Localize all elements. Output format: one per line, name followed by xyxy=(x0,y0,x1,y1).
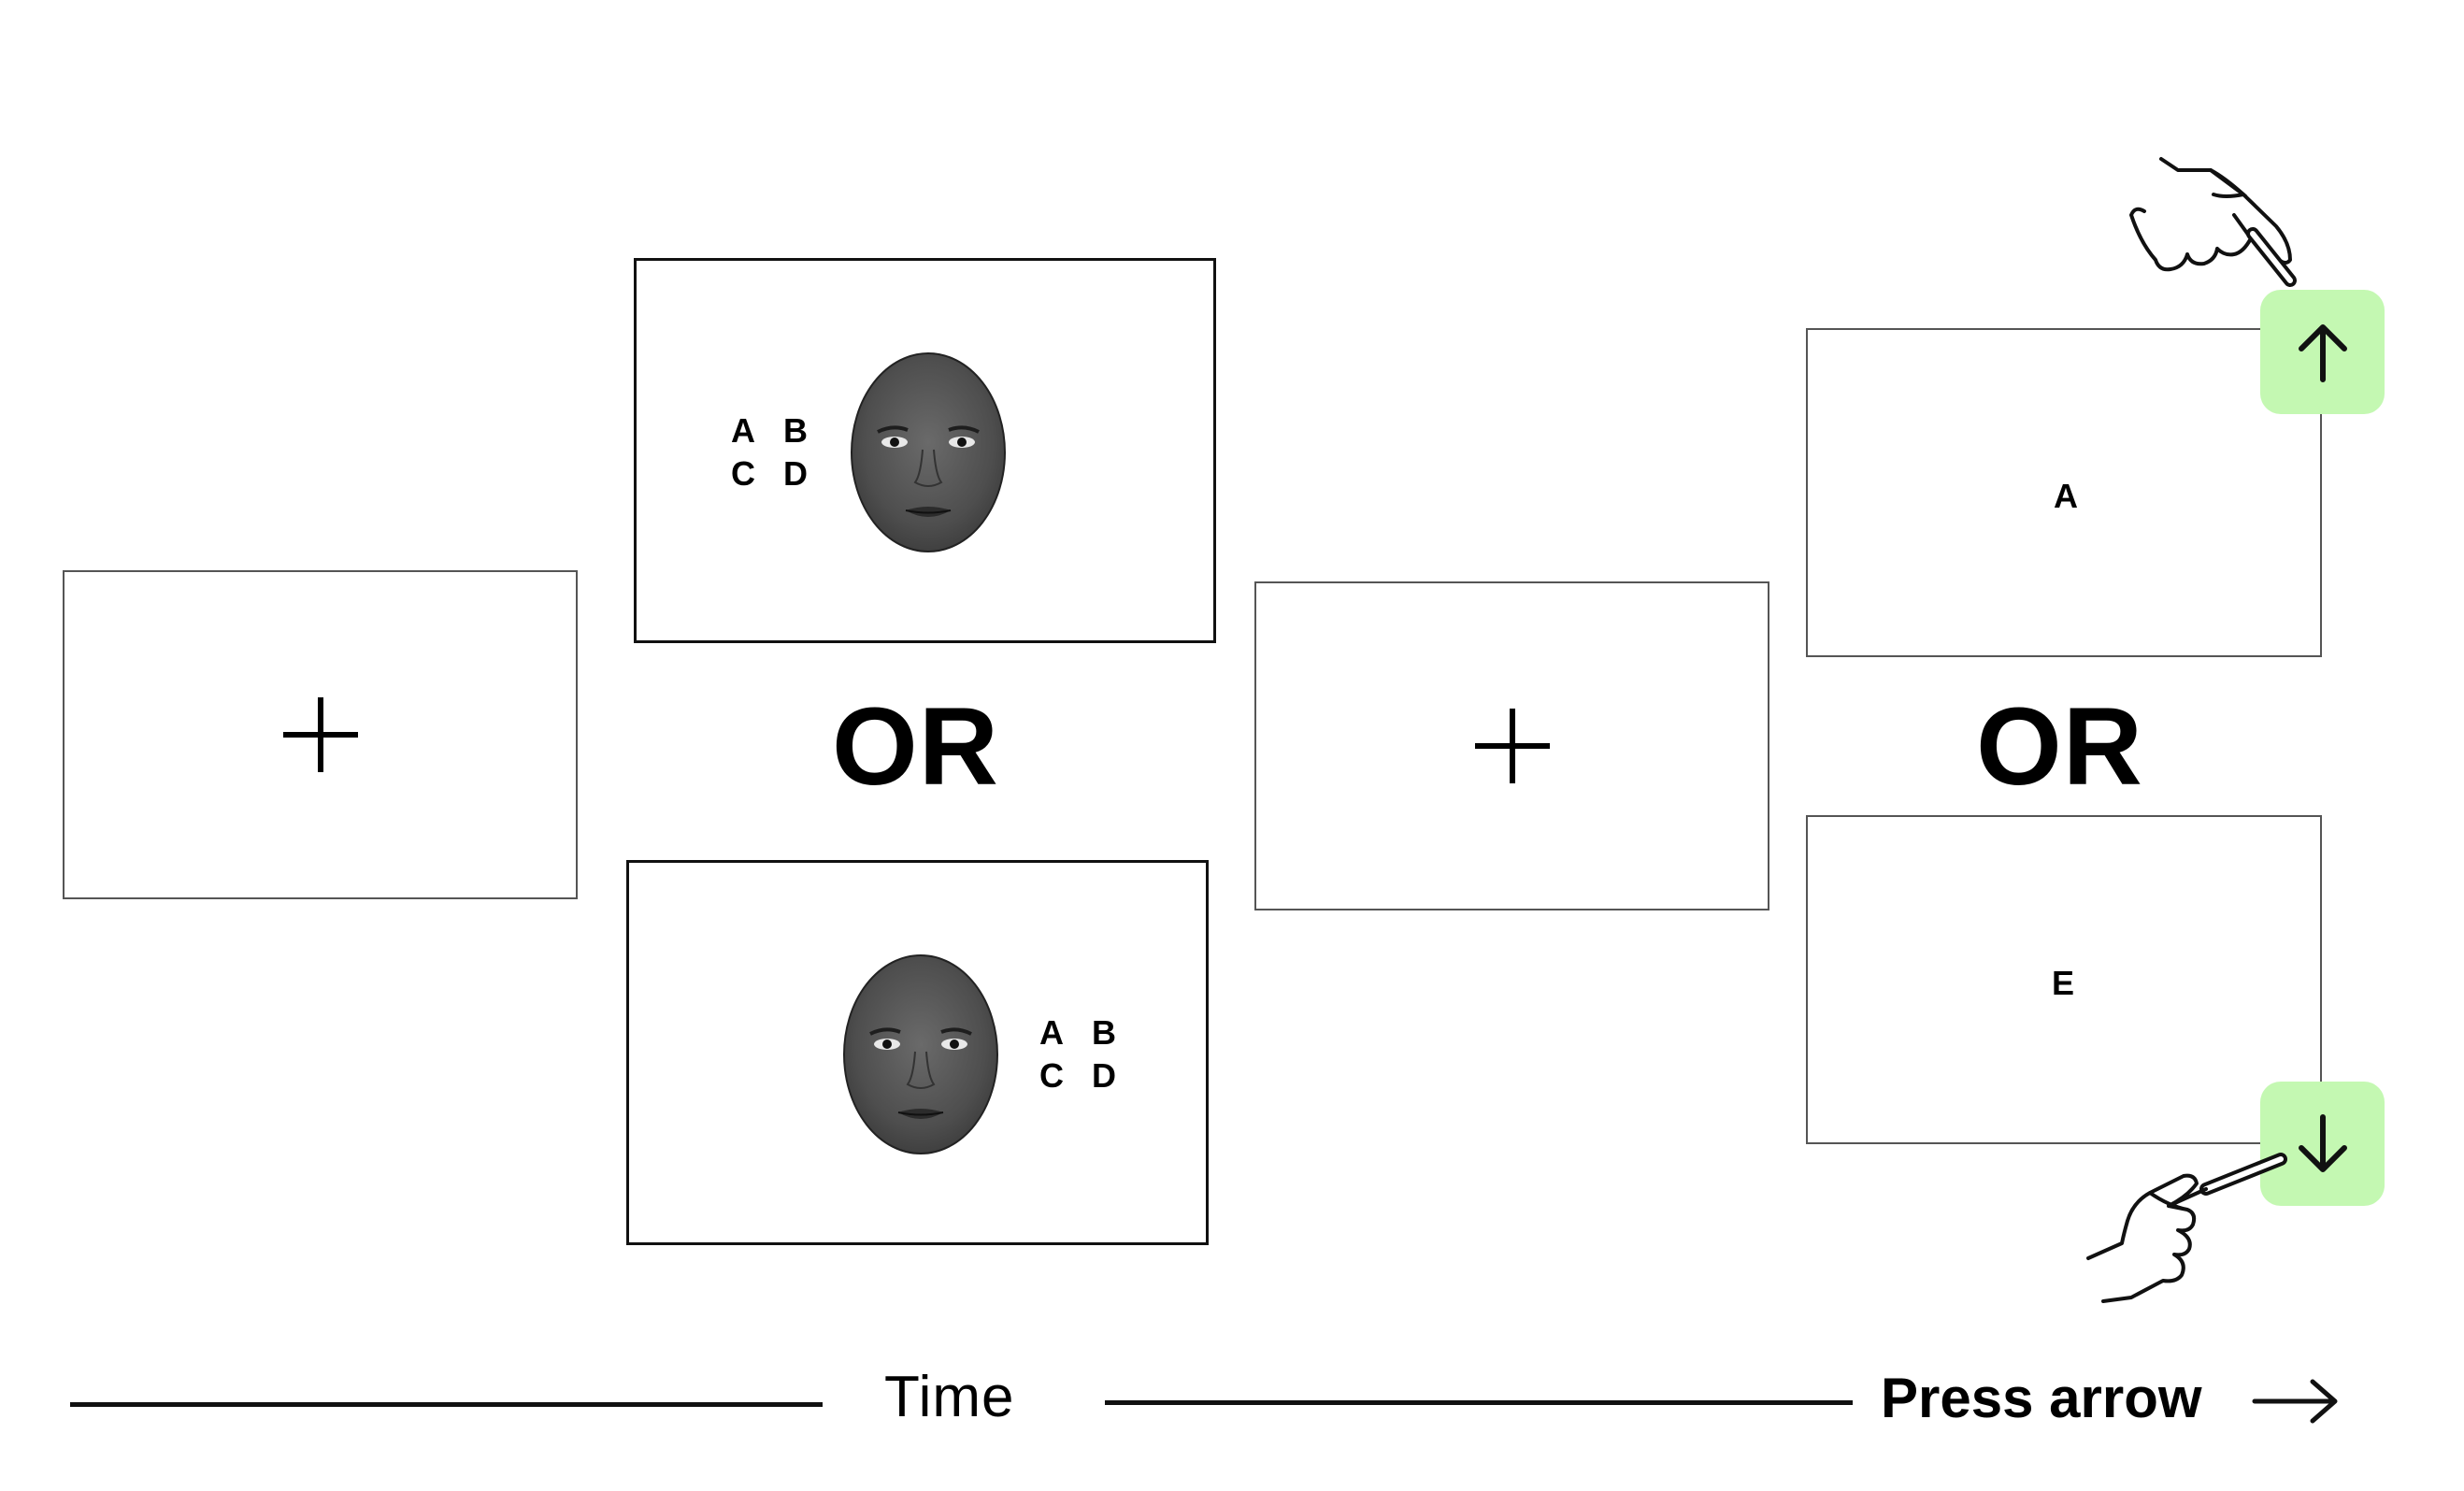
target-letter-bottom: E xyxy=(2051,964,2075,1002)
letter-grid-right: A B C D xyxy=(1039,1012,1117,1097)
time-label: Time xyxy=(884,1365,1015,1429)
fixation-panel-1 xyxy=(63,570,578,899)
pointing-hand-icon xyxy=(2129,157,2297,287)
face-icon xyxy=(843,954,998,1154)
letter: B xyxy=(1092,1013,1116,1052)
press-arrow-label: Press arrow xyxy=(1881,1367,2202,1429)
fixation-cross-icon xyxy=(1474,709,1550,783)
letter-grid-left: A B C D xyxy=(730,410,809,495)
letter: C xyxy=(731,454,755,493)
fixation-cross-icon xyxy=(282,697,358,772)
pointing-hand-icon xyxy=(2086,1153,2287,1303)
fixation-cross xyxy=(64,572,576,897)
letter: D xyxy=(1092,1056,1116,1095)
target-letter-top: A xyxy=(2054,477,2078,515)
timeline-line-left xyxy=(70,1402,823,1407)
stimulus-panel-bottom: A B C D xyxy=(626,860,1209,1245)
target-panel-bottom: E xyxy=(1806,815,2322,1144)
letter: A xyxy=(731,411,755,450)
letter: A xyxy=(1039,1013,1064,1052)
arrow-down-key[interactable] xyxy=(2260,1082,2385,1206)
letter: B xyxy=(783,411,808,450)
timeline-line-right xyxy=(1105,1400,1853,1405)
arrow-down-icon xyxy=(2298,1113,2347,1172)
letter: D xyxy=(783,454,808,493)
letter: C xyxy=(1039,1056,1064,1095)
or-label-2: OR xyxy=(1976,685,2143,809)
fixation-panel-2 xyxy=(1254,581,1769,910)
arrow-right-icon xyxy=(2252,1379,2338,1424)
or-label-1: OR xyxy=(832,685,999,809)
face-icon xyxy=(851,352,1006,552)
fixation-cross xyxy=(1256,583,1768,909)
stimulus-panel-top: A B C D xyxy=(634,258,1216,643)
target-panel-top: A xyxy=(1806,328,2322,657)
arrow-up-key[interactable] xyxy=(2260,290,2385,414)
arrow-up-icon xyxy=(2298,323,2347,382)
